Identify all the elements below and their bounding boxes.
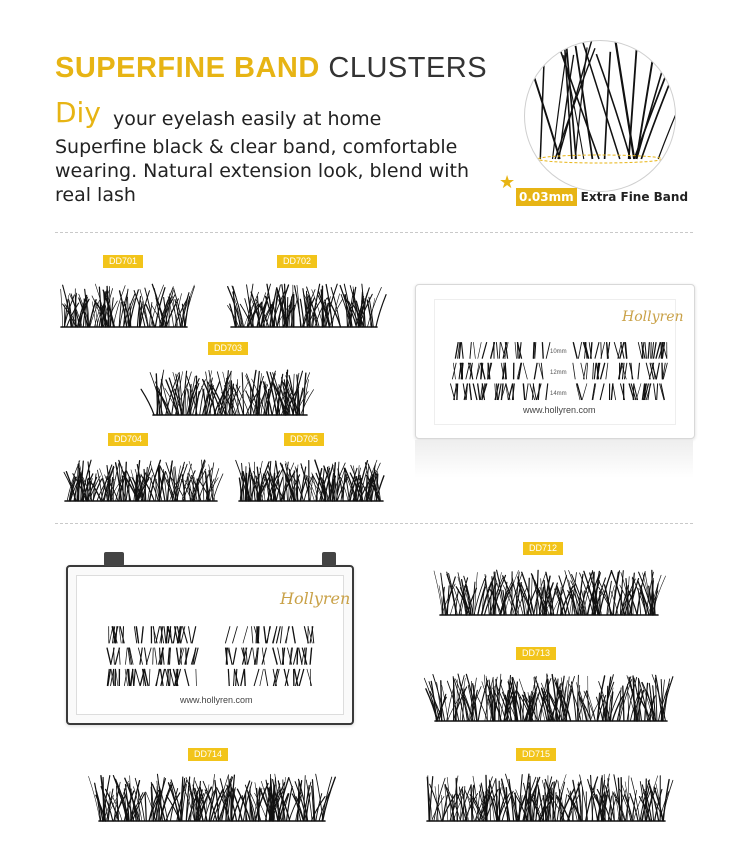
band-label: Extra Fine Band <box>580 190 689 204</box>
lash-strip-dd715 <box>426 773 674 822</box>
product-tag-dd714: DD714 <box>188 748 229 761</box>
product-tag-dd712: DD712 <box>523 542 564 555</box>
case-large-url: www.hollyren.com <box>180 695 253 705</box>
case-small-lash-rows <box>450 341 668 401</box>
case-brand-logo: Hollyren <box>622 309 684 325</box>
band-closeup-image <box>524 40 676 192</box>
case-large-tray <box>76 575 344 715</box>
product-tag-dd713: DD713 <box>516 647 557 660</box>
product-tag-dd701: DD701 <box>103 255 144 268</box>
product-tag-dd704: DD704 <box>108 433 149 446</box>
title-bold: SUPERFINE BAND <box>55 52 320 84</box>
product-tag-dd703: DD703 <box>208 342 249 355</box>
lash-strip-dd705 <box>235 459 385 502</box>
lash-strip-dd703 <box>140 369 314 416</box>
case-small-url: www.hollyren.com <box>523 405 596 415</box>
band-closeup-lashes <box>525 41 675 164</box>
case-large-lash-rows <box>106 626 315 687</box>
case-reflection <box>415 440 693 478</box>
length-label-12mm: 12mm <box>550 370 567 376</box>
product-tag-dd715: DD715 <box>516 748 557 761</box>
case-tray <box>434 299 676 425</box>
lash-case-small: Hollyren 10mm 12mm 14mm www.hollyren.com <box>415 284 695 439</box>
lash-strip-dd702 <box>227 283 387 328</box>
product-tag-dd702: DD702 <box>277 255 318 268</box>
case-clip-left <box>104 552 124 566</box>
product-tag-dd705: DD705 <box>284 433 325 446</box>
page-title: SUPERFINE BAND CLUSTERS <box>55 52 487 85</box>
band-thickness: 0.03mm <box>516 188 577 206</box>
lash-strip-dd701 <box>60 283 195 328</box>
subtitle: your eyelash easily at home <box>113 108 382 130</box>
diy-label: Diy <box>55 96 101 129</box>
divider-middle <box>55 523 693 524</box>
case-large-brand-logo: Hollyren <box>280 589 351 608</box>
title-light: CLUSTERS <box>328 52 488 84</box>
case-clip-right <box>322 552 336 566</box>
length-label-10mm: 10mm <box>550 349 567 355</box>
lash-strip-dd704 <box>63 459 224 502</box>
lash-strip-dd712 <box>433 569 666 616</box>
lash-strip-dd713 <box>423 673 674 722</box>
divider-top <box>55 232 693 233</box>
star-icon: ★ <box>499 172 516 193</box>
length-label-14mm: 14mm <box>550 391 567 397</box>
description: Superfine black & clear band, comfortabl… <box>55 136 470 206</box>
lash-case-large: Hollyren www.hollyren.com <box>66 565 354 725</box>
lash-strip-dd714 <box>88 773 336 822</box>
